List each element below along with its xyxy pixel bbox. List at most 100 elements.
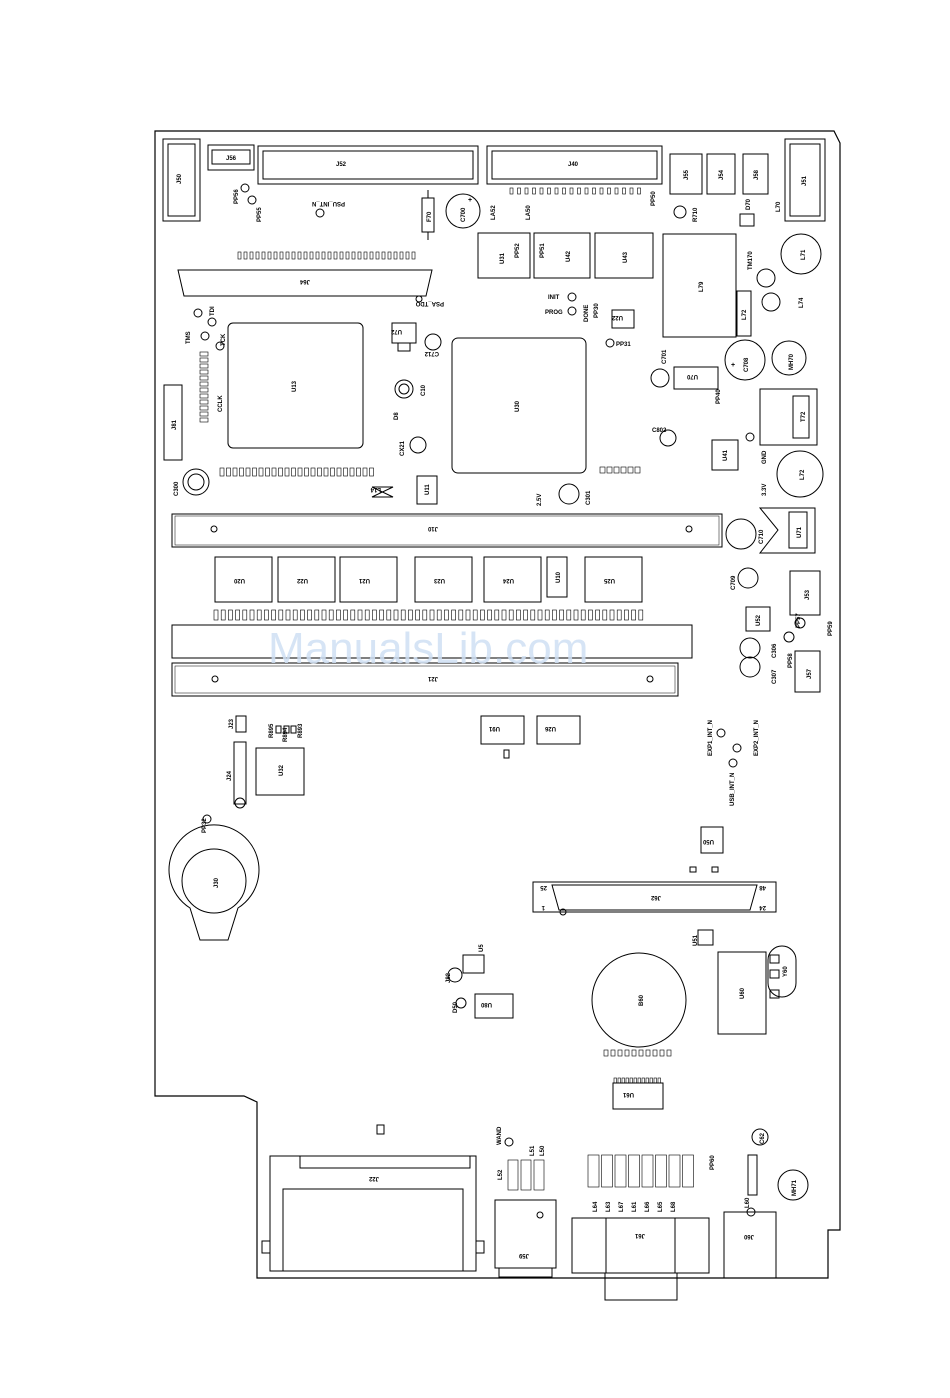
chip-u31: U31: [477, 232, 531, 279]
pad: [627, 466, 634, 474]
pad: [668, 1154, 681, 1188]
connector-j50: J50: [162, 138, 201, 222]
connector-j62: J62 25 48 1 24: [532, 881, 777, 916]
pad: [303, 251, 308, 260]
pad: [372, 609, 377, 621]
pad: [279, 251, 284, 260]
chip-u30: U30: [451, 337, 587, 474]
pad: [577, 187, 581, 195]
label-c307: C307: [772, 669, 778, 684]
pad: [614, 1154, 627, 1188]
label-pp30: PP30: [594, 303, 600, 318]
pad: [339, 251, 344, 260]
pad: [387, 251, 392, 260]
pad: [559, 609, 564, 621]
label-c709: C709: [731, 575, 737, 590]
pad: [631, 1049, 637, 1057]
label-u80: U80: [480, 1001, 492, 1007]
chip-u32: U32: [255, 747, 305, 796]
pad: [350, 609, 356, 621]
label-u30: U30: [515, 400, 521, 412]
pad: [652, 1049, 658, 1057]
connector-j56: J56: [207, 144, 255, 171]
label-la52: LA52: [491, 205, 497, 220]
pad: [465, 609, 471, 621]
pad: [544, 609, 550, 621]
label-u26: U26: [544, 725, 556, 731]
pad: [533, 1159, 545, 1191]
label-j52: J52: [336, 162, 347, 168]
pad: [235, 609, 240, 621]
pad: [537, 609, 543, 621]
pad: [333, 251, 338, 260]
pad: [336, 609, 341, 621]
label-l66: L66: [645, 1201, 651, 1212]
resistor-strip-j64: [237, 251, 416, 260]
chip-u13: U13: [227, 322, 364, 449]
regulator-u71: U71: [758, 507, 816, 554]
label-pp60: PP60: [710, 1155, 716, 1170]
pad: [408, 609, 413, 621]
label-j81: J81: [172, 419, 178, 430]
label-u24: U24: [502, 577, 514, 583]
label-c300: C300: [174, 481, 180, 496]
connector-j52: J52: [257, 145, 479, 185]
label-l72b: L72: [800, 469, 806, 480]
pad: [328, 609, 334, 621]
label-l50: L50: [540, 1145, 546, 1156]
connector-j21: J21: [171, 624, 693, 697]
pad: [520, 1159, 532, 1191]
pad: [239, 467, 244, 477]
label-pp58: PP58: [788, 653, 794, 668]
chip-u24: U24: [483, 556, 542, 603]
pad: [587, 1154, 600, 1188]
label-pp40: PP40: [716, 389, 722, 404]
pad: [256, 609, 262, 621]
inductor-l14: L14: [370, 486, 394, 498]
connector-j54: J54: [706, 153, 736, 195]
pad: [315, 251, 320, 260]
label-l70-small: L70: [776, 201, 782, 212]
connector-j22: J22: [261, 1155, 485, 1272]
pad: [393, 251, 398, 260]
pad: [657, 1077, 661, 1084]
pad: [261, 251, 266, 260]
label-mh70: MH70: [789, 353, 795, 370]
pad: [393, 609, 399, 621]
pad: [609, 609, 615, 621]
resistor-strip-bottom-u13: [219, 467, 374, 477]
pad: [641, 1077, 645, 1084]
pad: [199, 405, 209, 411]
label-tdi: TDI: [210, 306, 216, 316]
chip-u43: U43: [594, 232, 654, 279]
pad: [349, 467, 355, 477]
pad: [415, 609, 420, 621]
pad: [321, 609, 327, 621]
board-outline: [154, 130, 841, 1279]
crystal-y60: Y60: [767, 945, 797, 998]
pad: [573, 609, 579, 621]
pad: [569, 187, 574, 195]
pad: [364, 609, 370, 621]
pad: [199, 381, 209, 387]
label-pp50: PP50: [651, 191, 657, 206]
pad: [580, 609, 586, 621]
label-c301: C301: [586, 490, 592, 505]
label-j64: J64: [299, 278, 310, 284]
inductor-array-l60-68: [587, 1154, 694, 1188]
pad: [356, 467, 361, 477]
label-r710: R710: [693, 207, 699, 222]
pin-row-u61: [613, 1077, 661, 1084]
label-u91: U91: [488, 725, 500, 731]
svg-text:+: +: [468, 197, 472, 204]
pad: [633, 1077, 637, 1084]
pad: [523, 609, 528, 621]
pad: [228, 609, 233, 621]
pad: [620, 466, 627, 474]
label-cx21: CX21: [400, 440, 406, 456]
pad: [628, 1154, 640, 1188]
pad: [458, 609, 464, 621]
pad: [309, 251, 314, 260]
connector-j10: J10: [171, 513, 723, 548]
mounting-hole-mh71: MH71: [777, 1169, 809, 1201]
